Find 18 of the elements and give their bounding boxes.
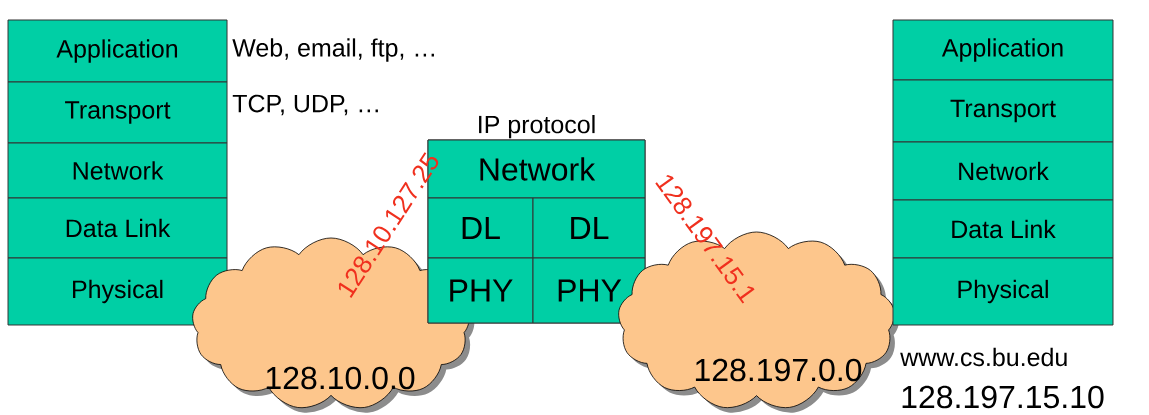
protocol-label: Web, email, ftp, …	[232, 38, 434, 62]
layer-box: Data Link	[892, 199, 1114, 259]
layer-box: Network	[892, 141, 1114, 201]
layer-box: Physical	[892, 257, 1114, 326]
layer-box: PHY	[427, 257, 534, 324]
layer-box: Application	[892, 19, 1114, 81]
layer-box: Data Link	[7, 197, 228, 259]
layer-box: DL	[532, 197, 646, 259]
layer-box: Transport	[7, 81, 228, 144]
address-label: 128.197.15.10	[902, 385, 1104, 409]
layer-box: Network	[7, 142, 228, 199]
layer-box: DL	[427, 197, 534, 259]
host-name: www.cs.bu.edu	[900, 347, 1067, 367]
layer-box: Transport	[892, 79, 1114, 143]
layer-box: Application	[7, 19, 228, 83]
layer-box: Physical	[7, 257, 228, 326]
node-label: IP protocol	[479, 114, 595, 139]
protocol-label: TCP, UDP, …	[232, 94, 378, 116]
